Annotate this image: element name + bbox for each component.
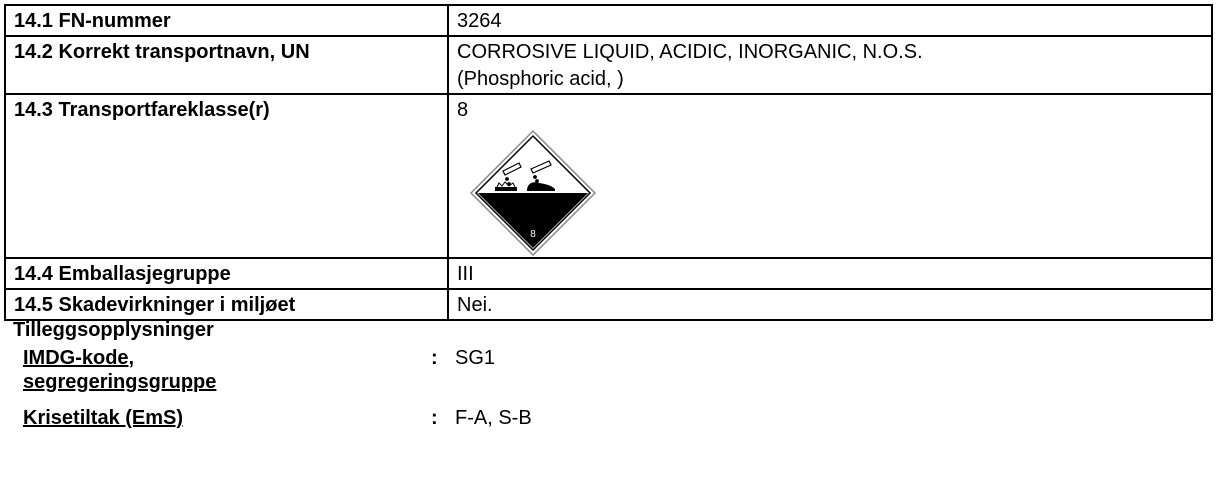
environmental-hazards-value: Nei.: [457, 294, 493, 316]
ems-row: Krisetiltak (EmS) : F-A, S-B: [23, 406, 1203, 436]
row-value: CORROSIVE LIQUID, ACIDIC, INORGANIC, N.O…: [447, 35, 1213, 95]
ems-value: F-A, S-B: [455, 407, 532, 429]
imdg-segregation-colon: :: [431, 347, 438, 369]
row-hazard-class: 14.3 Transportfareklasse(r) 8: [4, 93, 1213, 259]
imdg-segregation-value: SG1: [455, 347, 496, 369]
additional-information-title: Tilleggsopplysninger: [13, 319, 214, 341]
corrosive-hazard-placard-icon: 8: [469, 129, 597, 257]
ems-label-line-1: Krisetiltak (EmS): [23, 407, 184, 429]
imdg-segregation-label-line-2: segregeringsgruppe: [23, 371, 217, 393]
row-shipping-name: 14.2 Korrekt transportnavn, UN CORROSIVE…: [4, 35, 1213, 95]
ems-label: Krisetiltak (EmS): [23, 406, 313, 430]
shipping-name-line-1: CORROSIVE LIQUID, ACIDIC, INORGANIC, N.O…: [457, 41, 923, 63]
row-value: Nei.: [447, 288, 1213, 321]
row-label: 14.2 Korrekt transportnavn, UN: [4, 35, 449, 95]
placard-class-number: 8: [530, 229, 536, 240]
imdg-segregation-row: IMDG-kode, segregeringsgruppe : SG1: [23, 346, 1203, 402]
row-label: 14.4 Emballasjegruppe: [4, 257, 449, 290]
additional-information: Tilleggsopplysninger IMDG-kode, segreger…: [13, 318, 1203, 436]
imdg-segregation-label: IMDG-kode, segregeringsgruppe: [23, 346, 313, 394]
row-label: 14.1 FN-nummer: [4, 4, 449, 37]
packing-group-value: III: [457, 263, 474, 285]
row-un-number: 14.1 FN-nummer 3264: [4, 4, 1213, 37]
shipping-name-line-2: (Phosphoric acid, ): [457, 68, 624, 90]
row-packing-group: 14.4 Emballasjegruppe III: [4, 257, 1213, 290]
row-label: 14.3 Transportfareklasse(r): [4, 93, 449, 259]
hazard-class-value: 8: [457, 99, 469, 121]
ems-colon: :: [431, 407, 438, 429]
row-value: 8: [447, 93, 1213, 259]
transport-info-table: 14.1 FN-nummer 3264 14.2 Korrekt transpo…: [4, 4, 1213, 321]
un-number-value: 3264: [457, 10, 502, 32]
imdg-segregation-label-line-1: IMDG-kode,: [23, 347, 135, 369]
row-environmental-hazards: 14.5 Skadevirkninger i miljøet Nei.: [4, 288, 1213, 321]
row-value: 3264: [447, 4, 1213, 37]
row-value: III: [447, 257, 1213, 290]
row-label: 14.5 Skadevirkninger i miljøet: [4, 288, 449, 321]
